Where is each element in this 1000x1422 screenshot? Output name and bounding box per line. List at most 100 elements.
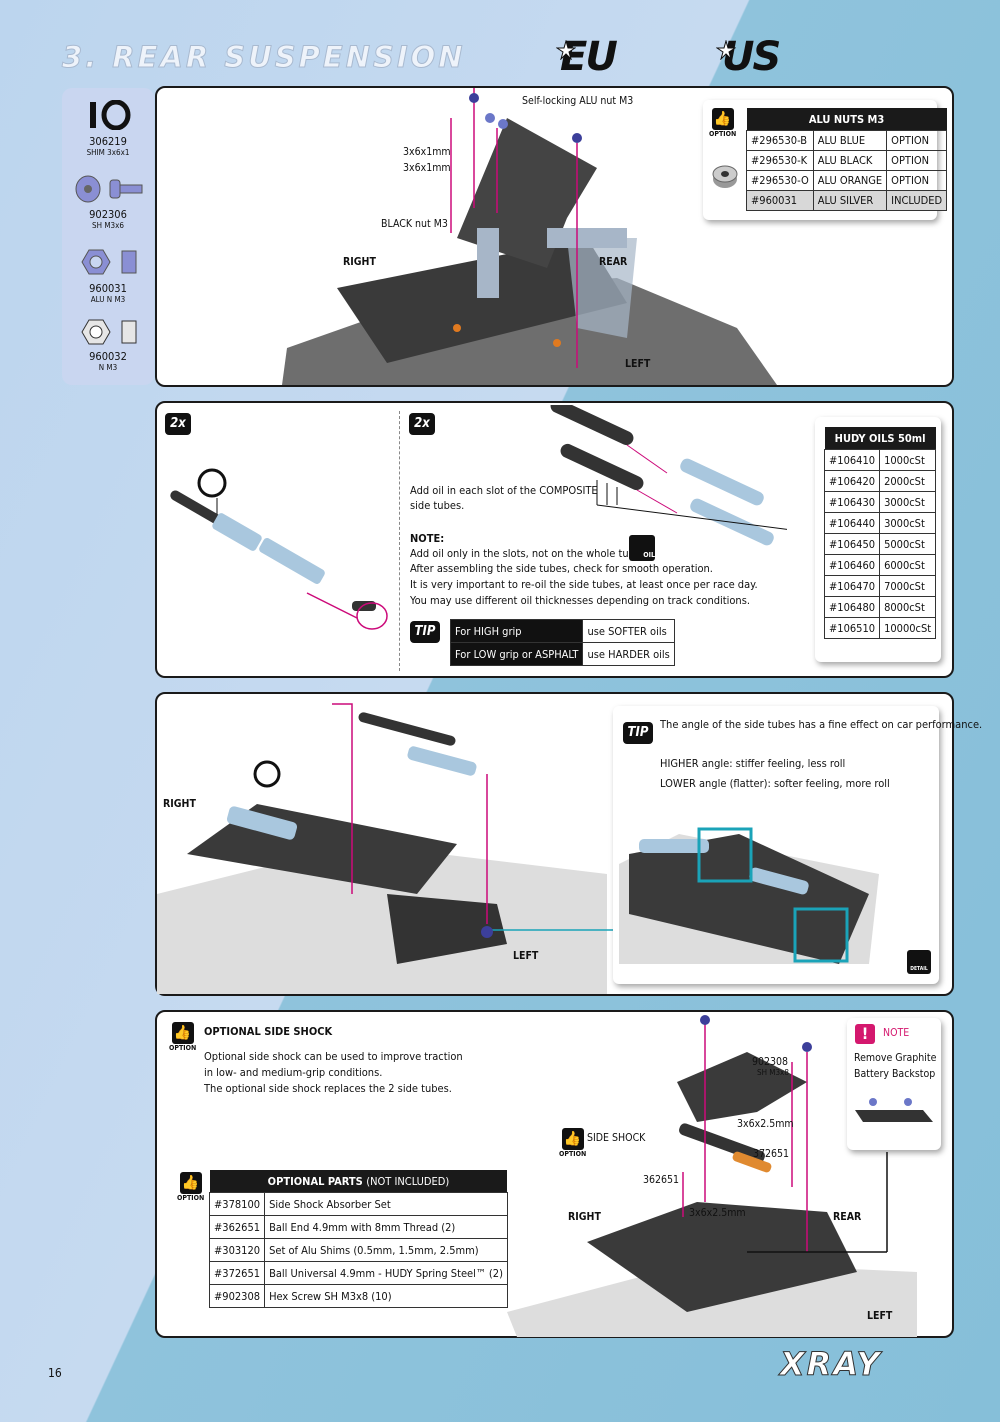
- label-rear: REAR: [599, 256, 628, 268]
- label-rear: REAR: [833, 1211, 862, 1223]
- note-line: Add oil only in the slots, not on the wh…: [410, 547, 645, 560]
- label-left: LEFT: [513, 950, 539, 962]
- tip-lower: LOWER angle (flatter): softer feeling, m…: [660, 777, 890, 790]
- thumbs-up-icon: 👍: [179, 1172, 202, 1194]
- note-title: NOTE:: [410, 532, 445, 545]
- table-title: OPTIONAL PARTS (NOT INCLUDED): [209, 1170, 508, 1193]
- thumbs-up-icon: 👍: [561, 1128, 584, 1150]
- step-1-panel: Self-locking ALU nut M3 3x6x1mm 3x6x1mm …: [155, 86, 954, 387]
- divider: [399, 411, 400, 671]
- note-title: NOTE: [883, 1027, 910, 1039]
- section-title: 3. REAR SUSPENSION: [62, 40, 466, 75]
- screw-icon: [75, 175, 143, 203]
- tip-text: The angle of the side tubes has a fine e…: [660, 718, 983, 731]
- step-3-panel: RIGHT LEFT TIP The angle of the side tub…: [155, 692, 982, 996]
- option-badge: 👍 OPTION: [709, 108, 736, 138]
- note-line: You may use different oil thicknesses de…: [410, 594, 751, 607]
- label-right: RIGHT: [163, 798, 196, 810]
- option-badge: 👍 OPTION: [177, 1172, 204, 1202]
- optional-side-shock-illustration: [507, 1015, 917, 1337]
- step-2-panel: 2x 2x Add oil in each slot of the COMPOS…: [155, 401, 954, 678]
- label-left: LEFT: [867, 1310, 893, 1322]
- label-right: RIGHT: [568, 1211, 601, 1223]
- label-ball: 372651: [753, 1148, 790, 1160]
- page-number: 16: [48, 1366, 62, 1380]
- label-alu-nut: Self-locking ALU nut M3: [522, 95, 634, 107]
- description-line: Optional side shock can be used to impro…: [204, 1050, 463, 1063]
- option-badge: 👍 OPTION: [169, 1022, 196, 1052]
- thumbs-up-icon: 👍: [171, 1022, 194, 1044]
- instruction-line: Add oil in each slot of the COMPOSITE: [410, 484, 598, 497]
- composite-side-tubes-illustration: [550, 405, 787, 546]
- label-shim: 3x6x1mm: [403, 162, 451, 174]
- battery-backstop-illustration: [855, 1098, 933, 1122]
- step-4-title: OPTIONAL SIDE SHOCK: [204, 1025, 333, 1038]
- label-screw: 902308: [752, 1056, 789, 1068]
- us-logo: US: [722, 34, 781, 80]
- tip-higher: HIGHER angle: stiffer feeling, less roll: [660, 757, 846, 770]
- label-black-nut: BLACK nut M3: [381, 218, 448, 230]
- label-ball-end: 362651: [643, 1174, 680, 1186]
- alu-nut-silver-icon: [712, 165, 738, 188]
- quantity-badge: 2x: [409, 413, 435, 435]
- note-line: It is very important to re-oil the side …: [410, 578, 758, 591]
- nut-icon: [81, 319, 137, 345]
- thumbs-up-icon: 👍: [711, 108, 734, 130]
- quantity-badge: 2x: [165, 413, 191, 435]
- label-side-shock: SIDE SHOCK: [587, 1132, 646, 1144]
- warning-icon: !: [855, 1024, 875, 1044]
- star-icon: [556, 40, 576, 60]
- label-screw-sub: SH M3x8: [757, 1068, 789, 1077]
- tip-badge: TIP: [410, 621, 440, 643]
- rear-suspension-assembly-illustration: [282, 88, 777, 385]
- xray-logo: XRAY: [780, 1345, 882, 1384]
- label-left: LEFT: [625, 358, 651, 370]
- detail-icon: DETAIL: [907, 950, 931, 974]
- table-title: ALU NUTS M3: [746, 108, 947, 131]
- label-shim: 3x6x2.5mm: [689, 1207, 746, 1219]
- side-tube-install-illustration: [157, 703, 617, 994]
- step-4-panel: 👍 OPTION OPTIONAL SIDE SHOCK Optional si…: [155, 1010, 954, 1338]
- side-tube-exploded-illustration: [170, 468, 388, 630]
- option-badge: 👍 OPTION: [559, 1128, 586, 1158]
- note-line: Remove Graphite: [854, 1052, 937, 1064]
- alu-nut-icon: [81, 249, 137, 275]
- shim-icon: [90, 100, 131, 130]
- instruction-line: side tubes.: [410, 499, 465, 512]
- star-icon: [716, 40, 736, 60]
- note-line: Battery Backstop: [854, 1068, 936, 1080]
- description-line: The optional side shock replaces the 2 s…: [204, 1082, 452, 1095]
- description-line: in low- and medium-grip conditions.: [204, 1066, 383, 1079]
- table-title: HUDY OILS 50ml: [824, 427, 936, 450]
- note-line: After assembling the side tubes, check f…: [410, 562, 713, 575]
- label-shim: 3x6x2.5mm: [737, 1118, 794, 1130]
- oil-icon: OIL: [629, 535, 655, 561]
